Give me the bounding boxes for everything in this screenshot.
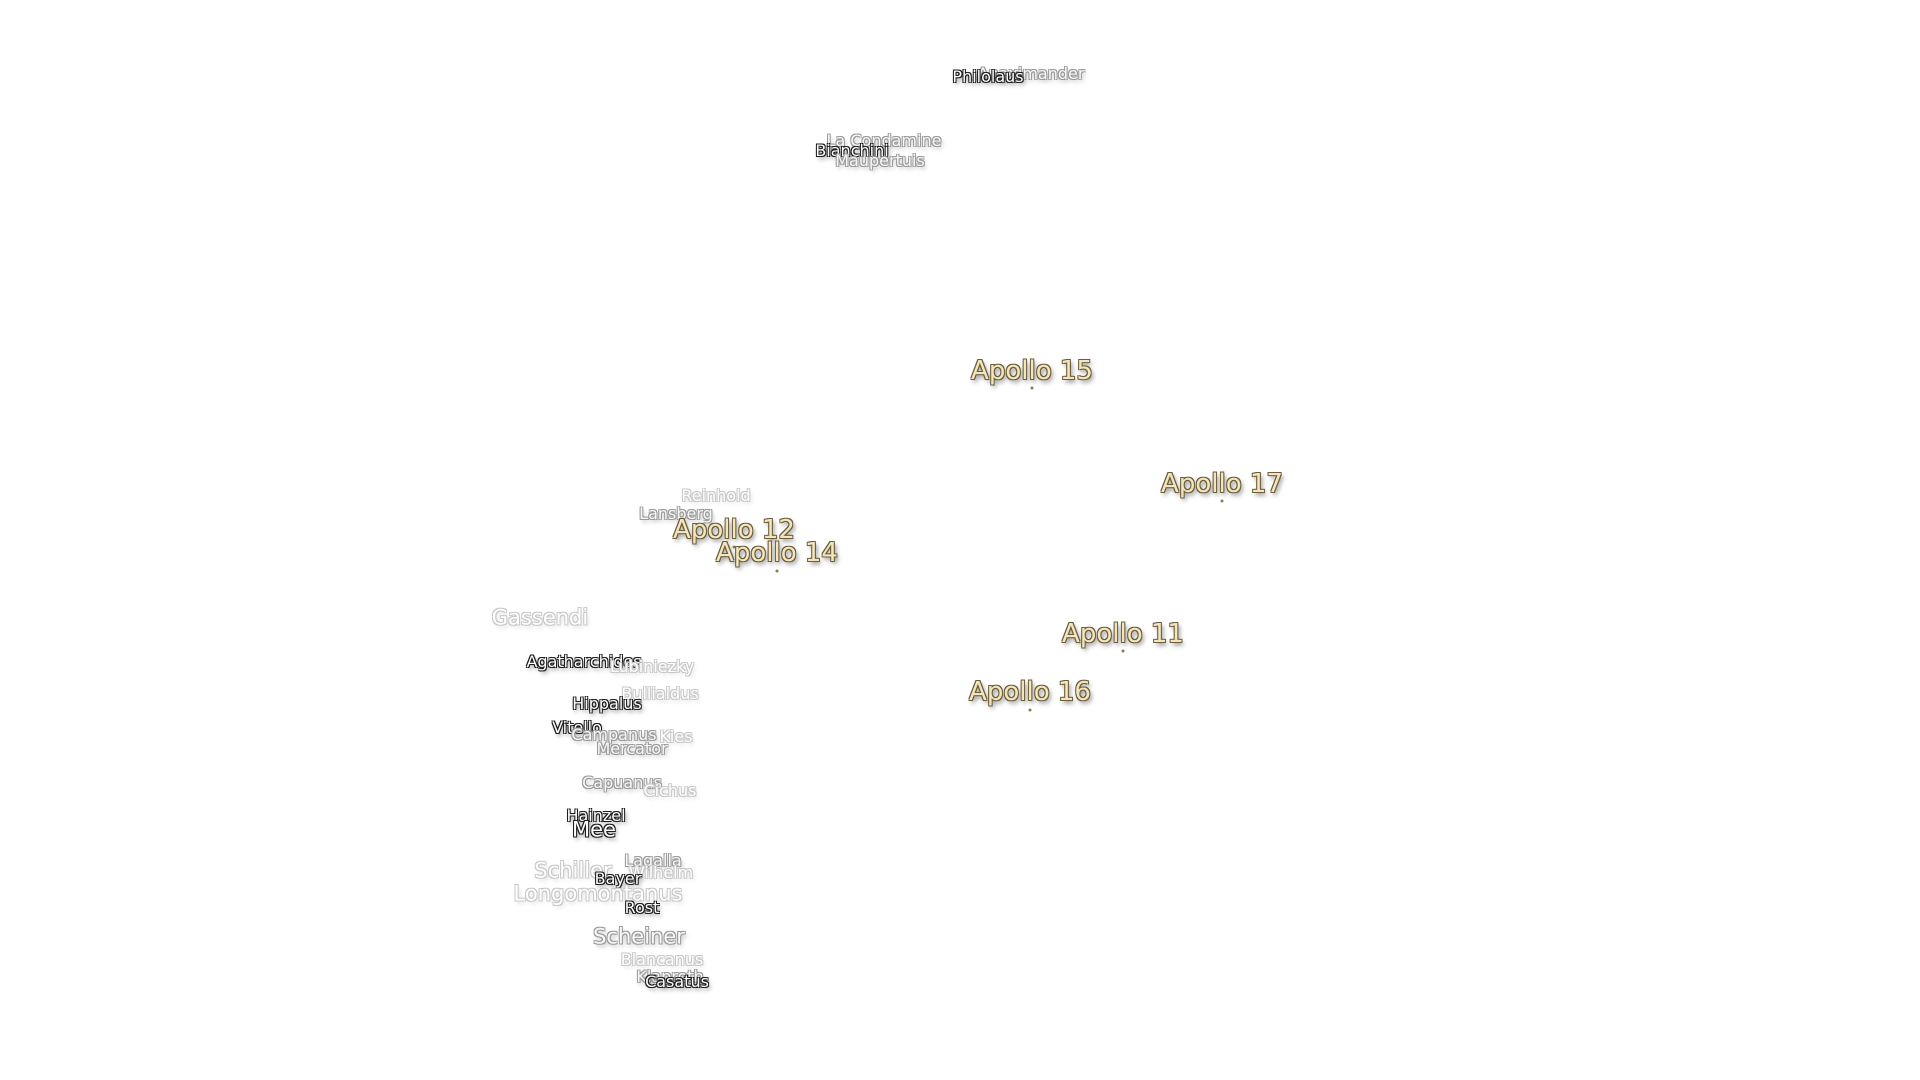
apollo-16-site-marker bbox=[1028, 708, 1032, 712]
crater-label-blancanus[interactable]: Blancanus bbox=[620, 950, 704, 969]
crater-label-bianchini[interactable]: Bianchini bbox=[815, 141, 889, 160]
crater-label-hippalus[interactable]: Hippalus bbox=[572, 694, 642, 713]
apollo-16-label[interactable]: Apollo 16 bbox=[969, 677, 1091, 707]
apollo-15-label[interactable]: Apollo 15 bbox=[971, 356, 1093, 386]
apollo-17-label[interactable]: Apollo 17 bbox=[1161, 469, 1283, 499]
apollo-11-label[interactable]: Apollo 11 bbox=[1062, 619, 1184, 649]
crater-label-lubiniezky[interactable]: Lubiniezky bbox=[609, 657, 695, 676]
apollo-12-label[interactable]: Apollo 12 bbox=[673, 515, 795, 545]
apollo-15-site-marker bbox=[1030, 386, 1034, 390]
apollo-12-site-marker bbox=[732, 545, 736, 549]
crater-label-vitello[interactable]: Vitello bbox=[552, 718, 602, 737]
crater-label-casatus[interactable]: Casatus bbox=[645, 972, 709, 991]
crater-label-capuanus[interactable]: Capuanus bbox=[582, 773, 662, 792]
crater-label-la-condamine[interactable]: La Condamine bbox=[826, 131, 942, 150]
crater-label-rost[interactable]: Rost bbox=[624, 898, 660, 917]
crater-label-scheiner[interactable]: Scheiner bbox=[593, 924, 685, 949]
crater-label-bayer[interactable]: Bayer bbox=[594, 869, 642, 888]
crater-label-hainzel[interactable]: Hainzel bbox=[566, 806, 626, 825]
crater-label-longomontanus[interactable]: Longomontanus bbox=[513, 881, 683, 906]
crater-label-bullialdus[interactable]: Bullialdus bbox=[621, 684, 699, 703]
crater-label-lansberg[interactable]: Lansberg bbox=[639, 504, 713, 523]
crater-label-lagalla[interactable]: Lagalla bbox=[624, 851, 682, 870]
crater-label-cichus[interactable]: Cichus bbox=[643, 781, 697, 800]
crater-label-gassendi[interactable]: Gassendi bbox=[491, 605, 589, 630]
crater-label-agatharchides[interactable]: Agatharchides bbox=[526, 652, 642, 671]
crater-label-reinhold[interactable]: Reinhold bbox=[681, 486, 751, 505]
crater-label-wilhelm[interactable]: Wilhelm bbox=[628, 863, 694, 882]
crater-label-mercator[interactable]: Mercator bbox=[596, 739, 668, 758]
crater-label-klaproth[interactable]: Klaproth bbox=[636, 967, 704, 986]
crater-label-campanus[interactable]: Campanus bbox=[571, 725, 657, 744]
crater-label-kies[interactable]: Kies bbox=[659, 727, 693, 746]
crater-label-philolaus[interactable]: Philolaus bbox=[952, 67, 1024, 86]
apollo-14-site-marker bbox=[775, 569, 779, 573]
apollo-14-label[interactable]: Apollo 14 bbox=[716, 538, 838, 568]
crater-label-mee[interactable]: Mee bbox=[572, 817, 616, 842]
apollo-17-site-marker bbox=[1220, 499, 1224, 503]
crater-label-anaximander[interactable]: Anaximander bbox=[977, 64, 1085, 83]
crater-label-schiller[interactable]: Schiller bbox=[534, 858, 612, 883]
apollo-11-site-marker bbox=[1121, 649, 1125, 653]
crater-label-maupertuis[interactable]: Maupertuis bbox=[835, 151, 925, 170]
